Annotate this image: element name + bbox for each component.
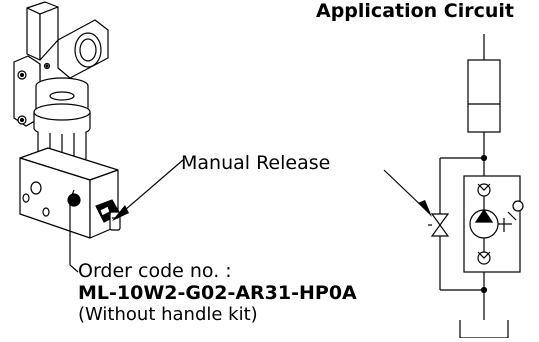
leader-lines (69, 159, 432, 273)
hydraulic-circuit (428, 34, 524, 339)
order-code-value: ML-10W2-G02-AR31-HP0A (78, 282, 357, 304)
pump-handle (13, 1, 59, 127)
handle-socket (43, 19, 109, 79)
pump-module-symbol (463, 175, 524, 273)
cylinder-symbol (467, 34, 501, 133)
release-valve-symbol (430, 213, 450, 237)
order-code-leader (69, 189, 79, 273)
order-code-note: (Without handle kit) (78, 304, 258, 325)
manual-release-arrowhead-left (112, 205, 129, 221)
valve-block (19, 147, 119, 239)
release-valve-branch (428, 157, 484, 291)
junction-bottom (480, 286, 488, 294)
pump-barrel (33, 77, 91, 166)
order-code-label: Order code no. : (78, 260, 232, 282)
tank-symbol (459, 320, 509, 339)
hand-pump-illustration (13, 1, 121, 239)
manual-release-label: Manual Release (181, 152, 331, 174)
application-circuit-title: Application Circuit (316, 0, 515, 22)
manual-release-arrowhead-right (418, 200, 432, 217)
manual-release-leader-left (117, 159, 184, 217)
